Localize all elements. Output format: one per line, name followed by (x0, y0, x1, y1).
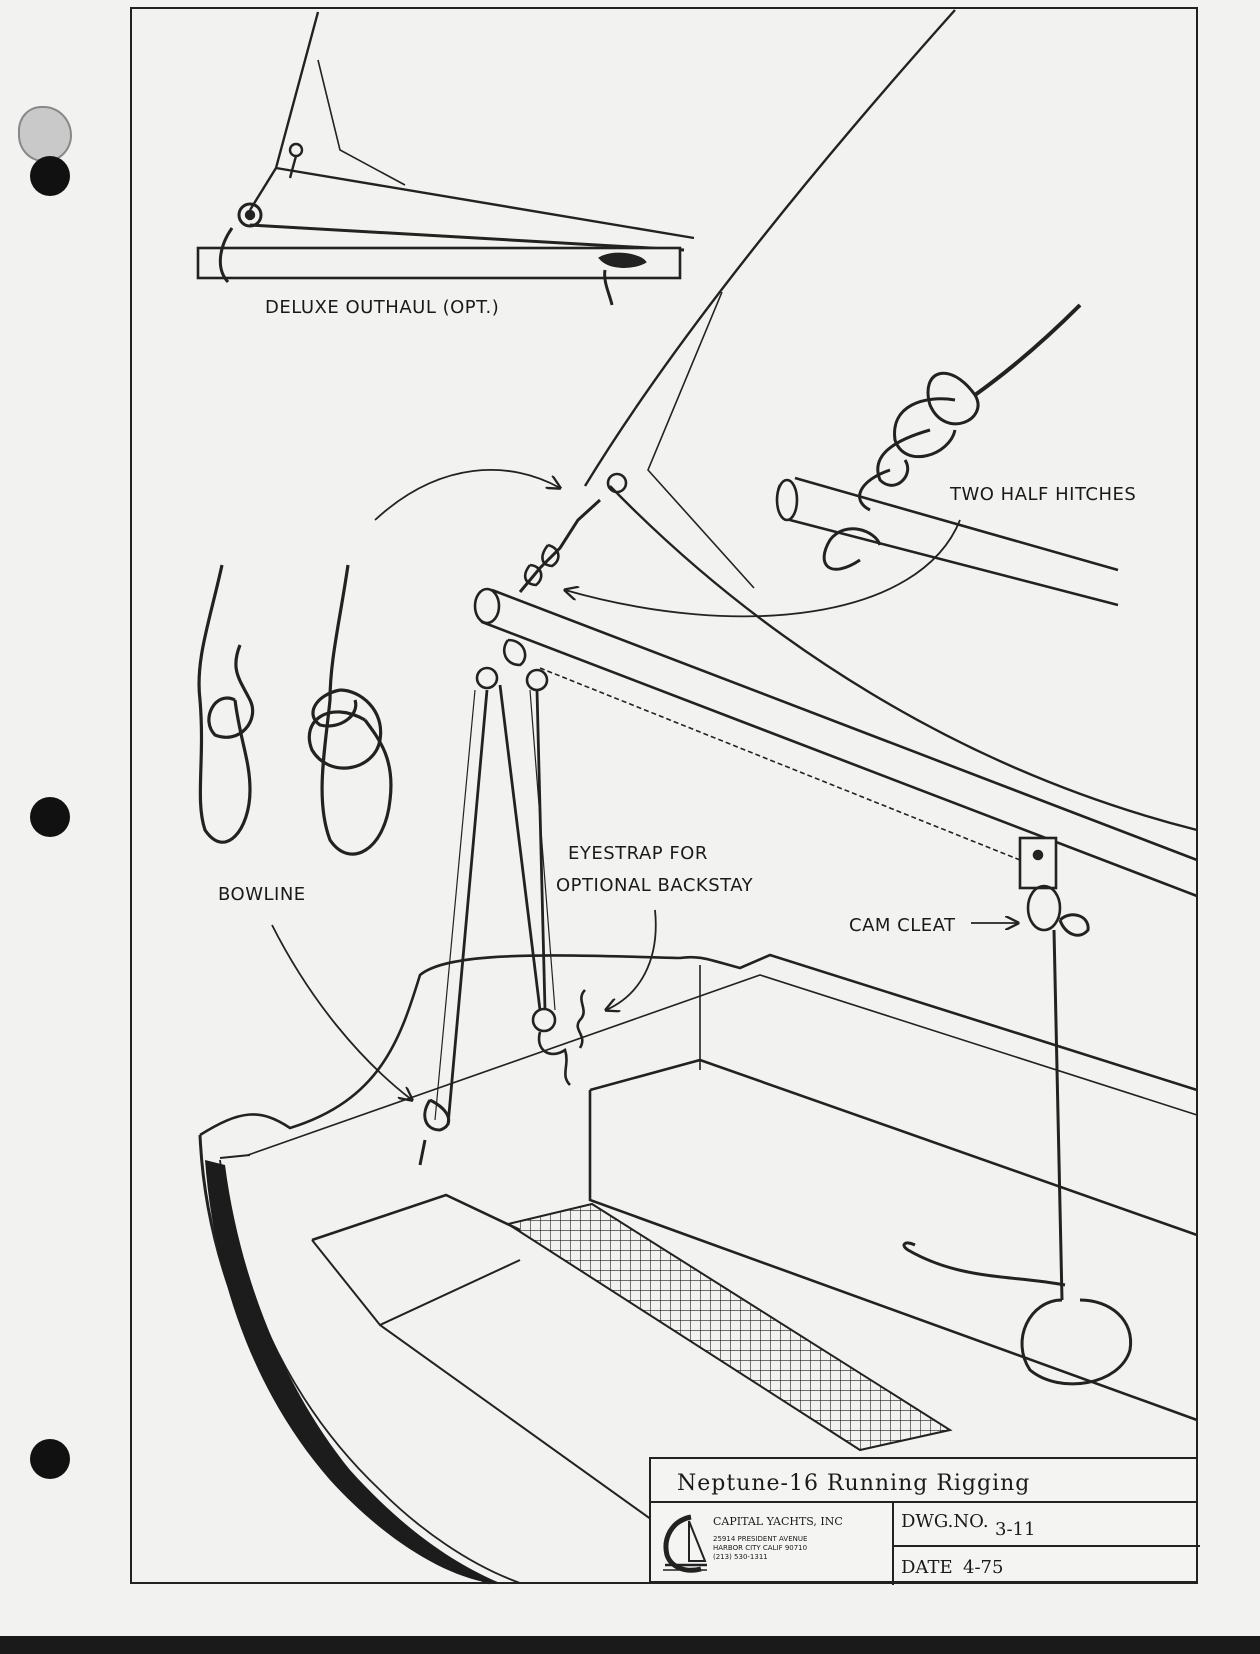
address-line-1: 25914 PRESIDENT AVENUE (713, 1535, 808, 1543)
gooseneck-hardware (518, 472, 628, 593)
binder-hole-bottom (30, 1439, 70, 1479)
label-cam-cleat: CAM CLEAT (849, 915, 956, 936)
drawing-title: Neptune-16 Running Rigging (677, 1471, 1031, 1496)
title-block-divider-vertical (892, 1501, 894, 1585)
hull-side-shadow (205, 1160, 500, 1583)
bowline-knots (197, 564, 393, 856)
drawing-number-label: DWG.NO. (901, 1511, 989, 1532)
scan-edge-bar (0, 1636, 1260, 1654)
label-deluxe-outhaul: DELUXE OUTHAUL (OPT.) (265, 297, 500, 318)
arrow-half-hitches (565, 519, 961, 618)
address-line-2: HARBOR CITY CALIF 90710 (713, 1544, 808, 1552)
arrow-eyestrap (606, 909, 657, 1010)
paper-smudge (18, 106, 72, 162)
label-two-half-hitches: TWO HALF HITCHES (950, 484, 1137, 505)
arrow-to-shackle (374, 468, 560, 521)
sail (583, 9, 1198, 832)
date-value: 4-75 (963, 1557, 1004, 1578)
two-half-hitches-detail (775, 303, 1119, 607)
title-block-divider-right (892, 1545, 1200, 1547)
drawing-number-value: 3-11 (995, 1519, 1036, 1540)
cam-cleat-hardware (902, 836, 1133, 1386)
outhaul-inset (196, 11, 695, 306)
boom (473, 587, 1198, 898)
arrow-bowline (271, 924, 412, 1100)
company-name: CAPITAL YACHTS, INC (713, 1515, 843, 1528)
title-block-divider (651, 1501, 1196, 1503)
address-line-3: (213) 530-1311 (713, 1553, 768, 1561)
label-bowline: BOWLINE (218, 884, 306, 905)
date-label: DATE (901, 1557, 953, 1578)
floor-grating (505, 1202, 953, 1452)
company-logo-icon (663, 1514, 707, 1573)
drawing-border (130, 7, 1198, 1584)
label-optional-backstay: OPTIONAL BACKSTAY (556, 875, 754, 896)
title-block: Neptune-16 Running Rigging CAPITAL YACHT… (649, 1457, 1200, 1585)
binder-hole-middle (30, 797, 70, 837)
label-eyestrap: EYESTRAP FOR (568, 843, 708, 864)
binder-hole-top (30, 156, 70, 196)
